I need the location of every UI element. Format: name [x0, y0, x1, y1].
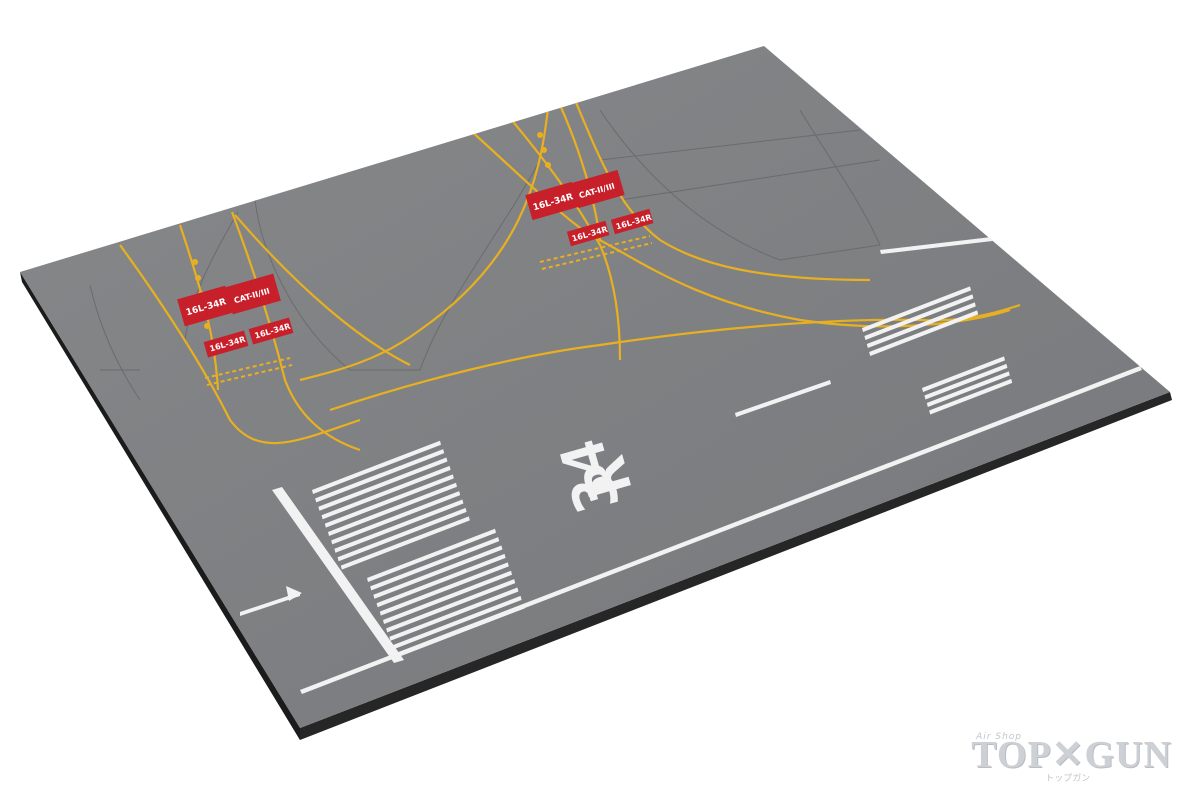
threshold-stripe: [312, 440, 441, 494]
threshold-stripe: [315, 449, 445, 503]
watermark-air-shop: Air Shop: [976, 732, 1022, 742]
threshold-stripe: [373, 545, 503, 599]
threshold-bar: [272, 487, 404, 663]
threshold-stripe: [334, 499, 464, 553]
threshold-stripe: [318, 457, 448, 511]
aiming-stripes-right: [862, 286, 1013, 415]
hold-short-markings: [204, 235, 653, 386]
threshold-stripes-lower: [367, 528, 525, 658]
threshold-stripe: [869, 310, 979, 356]
threshold-stripes-upper: [312, 440, 470, 570]
runway-edge-line-upper: [880, 236, 1001, 254]
threshold-stripe: [370, 537, 500, 591]
threshold-stripe: [324, 474, 454, 528]
watermark-kana: トップガン: [1045, 774, 1091, 784]
threshold-stripe: [337, 507, 467, 562]
threshold-stripe: [376, 553, 506, 608]
threshold-stripe: [367, 528, 496, 582]
threshold-stripe: [922, 356, 1005, 392]
threshold-stripe: [924, 363, 1008, 400]
threshold-stripe: [395, 604, 525, 658]
threshold-stripe: [392, 595, 522, 650]
mat-base-side: [20, 272, 300, 740]
threshold-stripe: [866, 302, 976, 348]
threshold-stripe: [864, 294, 974, 340]
mat-surface: [20, 46, 1170, 728]
threshold-stripe: [926, 371, 1010, 407]
watermark-brand: TOP✕GUN: [971, 734, 1172, 776]
runway-centerline-dash-1: [735, 380, 831, 417]
threshold-stripe: [929, 378, 1013, 415]
threshold-stripe: [383, 570, 512, 624]
threshold-arrow: [240, 592, 300, 616]
threshold-stripe: [331, 491, 461, 545]
threshold-stripe: [862, 286, 971, 332]
panel-seams: [89, 109, 881, 401]
threshold-stripe: [328, 482, 457, 536]
threshold-stripe: [389, 587, 519, 641]
runway-signs-left: 16L-34R CAT-II/III 16L-34R 16L-34R: [177, 273, 294, 358]
threshold-stripe: [340, 516, 470, 570]
threshold-stripe: [386, 579, 516, 633]
threshold-stripe: [379, 562, 509, 616]
topgun-watermark: Air Shop TOP✕GUN トップガン: [971, 732, 1172, 784]
threshold-stripe: [321, 465, 451, 520]
